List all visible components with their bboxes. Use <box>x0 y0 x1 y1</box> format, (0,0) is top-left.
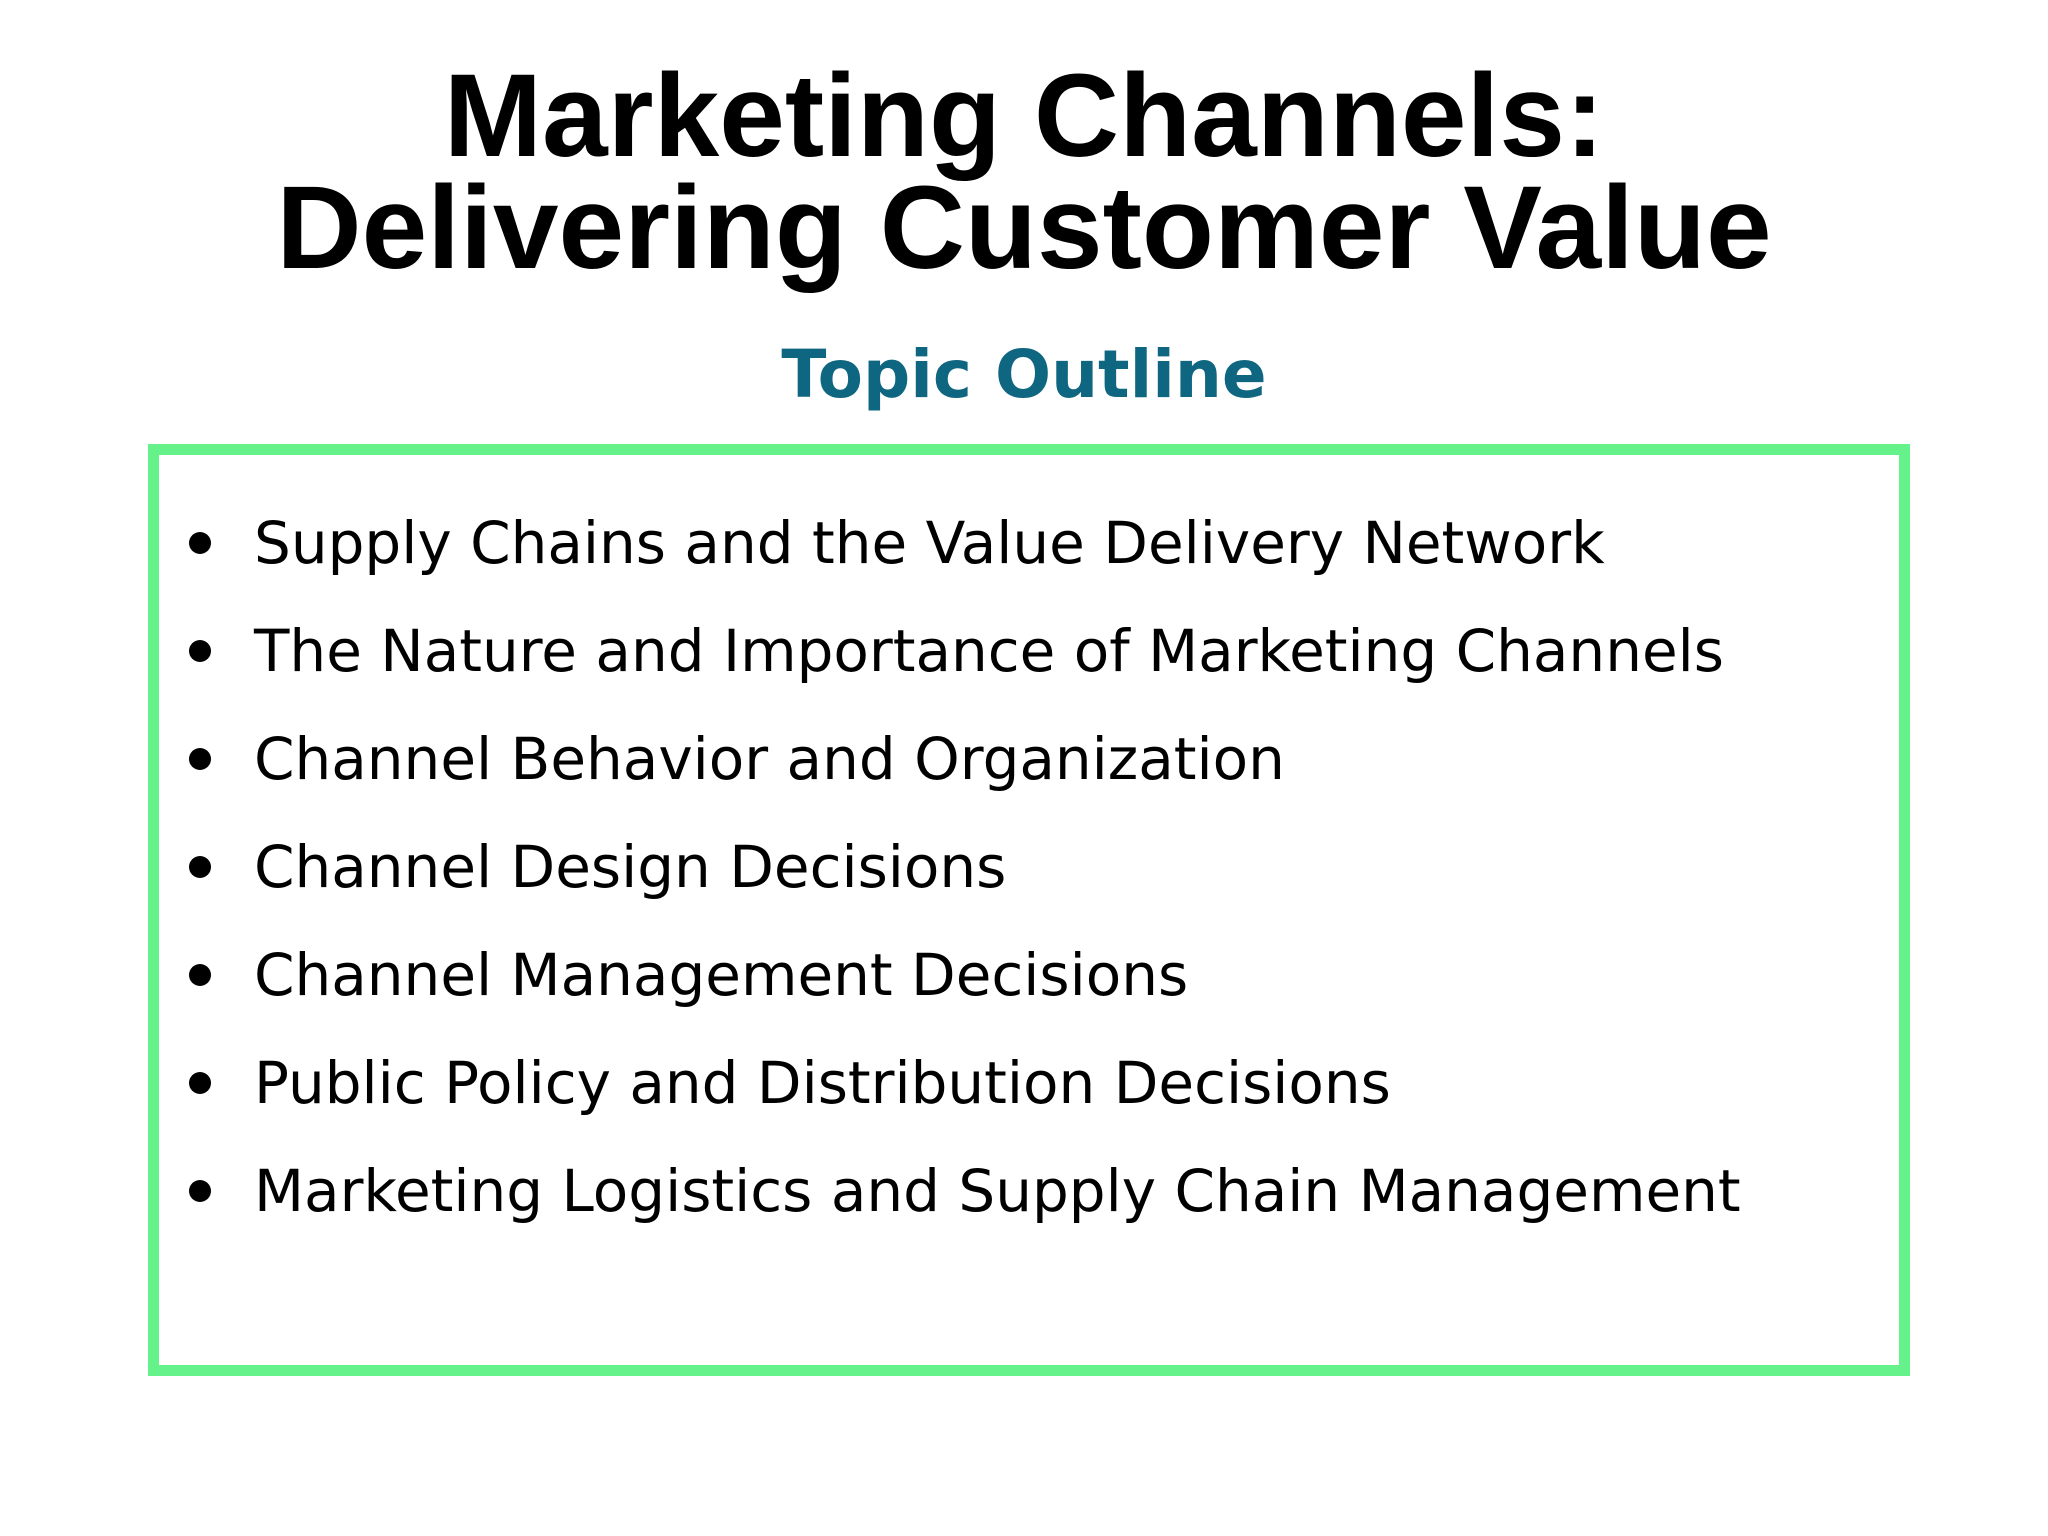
bullet-icon <box>189 640 211 662</box>
bullet-icon <box>189 1180 211 1202</box>
topic-item: Supply Chains and the Value Delivery Net… <box>159 489 1899 597</box>
bullet-icon <box>189 964 211 986</box>
bullet-icon <box>189 532 211 554</box>
title-line-1: Marketing Channels: <box>443 50 1605 182</box>
topic-item: Channel Behavior and Organization <box>159 705 1899 813</box>
topic-item: The Nature and Importance of Marketing C… <box>159 597 1899 705</box>
topic-label: Marketing Logistics and Supply Chain Man… <box>254 1157 1741 1225</box>
bullet-icon <box>189 856 211 878</box>
topic-item: Public Policy and Distribution Decisions <box>159 1029 1899 1137</box>
bullet-icon <box>189 1072 211 1094</box>
topic-label: Public Policy and Distribution Decisions <box>254 1049 1391 1117</box>
slide-title: Marketing Channels: Delivering Customer … <box>0 50 2048 294</box>
topic-item: Marketing Logistics and Supply Chain Man… <box>159 1137 1899 1245</box>
topic-label: Channel Management Decisions <box>254 941 1189 1009</box>
topic-list: Supply Chains and the Value Delivery Net… <box>159 489 1899 1245</box>
topic-label: The Nature and Importance of Marketing C… <box>254 617 1724 685</box>
topic-outline-heading: Topic Outline <box>781 336 1267 413</box>
title-line-2: Delivering Customer Value <box>276 162 1772 294</box>
topic-item: Channel Design Decisions <box>159 813 1899 921</box>
topic-outline-box: Supply Chains and the Value Delivery Net… <box>148 444 1910 1376</box>
topic-label: Supply Chains and the Value Delivery Net… <box>254 509 1605 577</box>
topic-label: Channel Behavior and Organization <box>254 725 1285 793</box>
bullet-icon <box>189 748 211 770</box>
topic-item: Channel Management Decisions <box>159 921 1899 1029</box>
topic-label: Channel Design Decisions <box>254 833 1007 901</box>
